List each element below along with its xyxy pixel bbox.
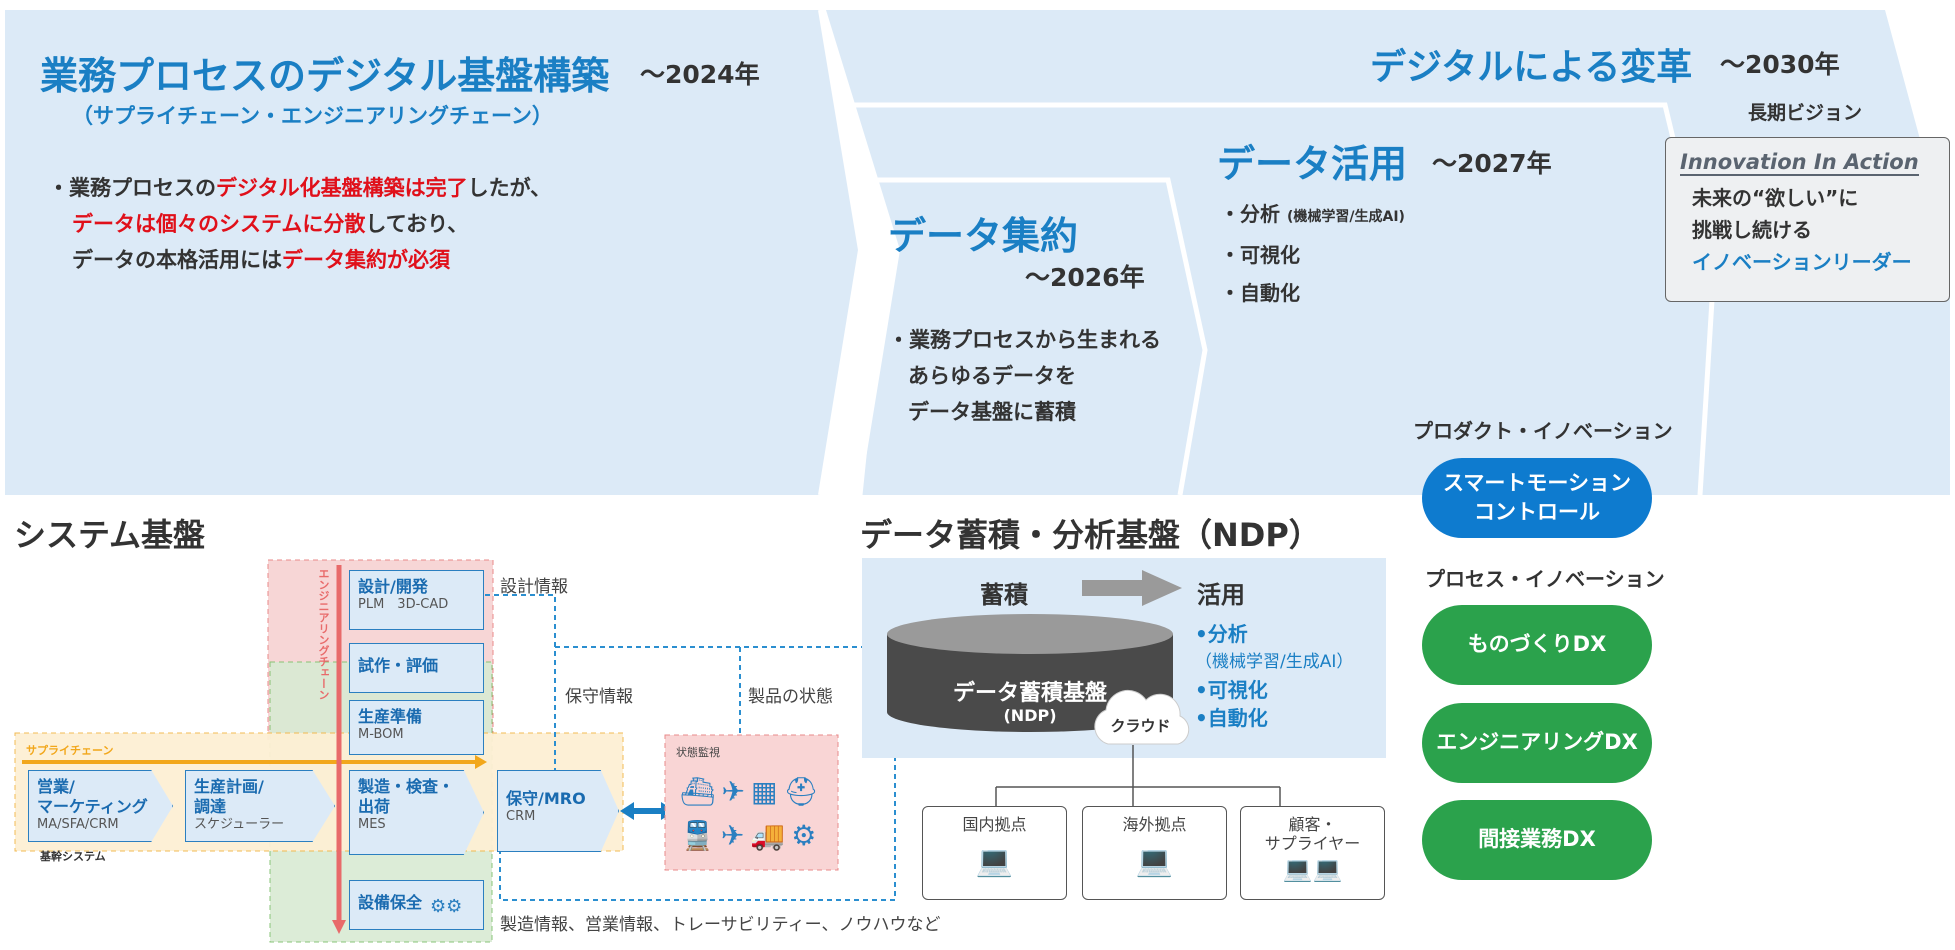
supply-chain-label: サプライチェーン xyxy=(26,744,114,757)
prototype-box[interactable]: 試作・評価 xyxy=(349,643,484,693)
vision-card: Innovation In Action 未来の“欲しい”に 挑戦し続ける イノ… xyxy=(1665,137,1950,302)
ndp-utilize-list: •分析 （機械学習/生成AI） •可視化 •自動化 xyxy=(1195,622,1354,730)
arrow-right-icon xyxy=(1082,570,1182,606)
stage1-title: 業務プロセスのデジタル基盤構築 xyxy=(40,54,610,98)
customer-site: 顧客・ サプライヤー 💻💻 xyxy=(1240,806,1385,900)
bottom-info-label: 製造情報、営業情報、トレーサビリティー、ノウハウなど xyxy=(500,915,941,935)
maintenance-info-label: 保守情報 xyxy=(565,687,633,707)
cloud-icon xyxy=(1094,690,1190,745)
longterm-label: 長期ビジョン xyxy=(1748,102,1863,124)
process-innovation-label: プロセス・イノベーション xyxy=(1425,567,1665,591)
db-label: データ蓄積基盤 xyxy=(952,681,1107,706)
stage3-bullets: ・分析 (機械学習/生成AI) ・可視化 ・自動化 xyxy=(1220,202,1405,305)
smart-motion-button[interactable]: スマートモーションコントロール xyxy=(1422,458,1652,538)
stage1-year: ～2024年 xyxy=(640,60,760,89)
db-sublabel: (NDP) xyxy=(1003,706,1057,725)
engineering-dx-button[interactable]: エンジニアリングDX xyxy=(1422,703,1652,783)
worker-icon: 💻💻 xyxy=(1282,855,1343,884)
indirect-dx-button[interactable]: 間接業務DX xyxy=(1422,800,1652,880)
product-state-label: 製品の状態 xyxy=(748,687,833,707)
vision-text: 未来の“欲しい”に 挑戦し続ける イノベーションリーダー xyxy=(1692,186,1912,274)
ndp-title: データ蓄積・分析基盤（NDP） xyxy=(860,516,1321,554)
stage2-year: ～2026年 xyxy=(1025,263,1145,292)
planning-box[interactable]: 生産計画/調達スケジューラー xyxy=(185,770,335,842)
monitoring-label: 状態監視 xyxy=(676,746,720,759)
site-connectors xyxy=(995,745,1281,807)
stage2-title: データ集約 xyxy=(888,214,1079,258)
system-title: システム基盤 xyxy=(14,516,206,554)
monitoring-icons: ⛴✈▦⛑🚆✈🚚⚙ xyxy=(680,775,826,852)
stage1-arrow xyxy=(5,10,860,495)
monozukuri-dx-button[interactable]: ものづくりDX xyxy=(1422,605,1652,685)
stage1-description: ・業務プロセスのデジタル化基盤構築は完了したが、 データは個々のシステムに分散し… xyxy=(48,176,552,272)
stage1-subtitle: （サプライチェーン・エンジニアリングチェーン） xyxy=(72,104,553,128)
worker-icon: 💻 xyxy=(1135,844,1174,880)
utilize-label: 活用 xyxy=(1197,581,1245,609)
vision-logo: Innovation In Action xyxy=(1680,150,1919,176)
database-icon xyxy=(887,614,1173,732)
product-innovation-label: プロダクト・イノベーション xyxy=(1413,419,1673,443)
domestic-site: 国内拠点 💻 xyxy=(922,806,1067,900)
stage3-year: ～2027年 xyxy=(1432,149,1552,178)
design-info-label: 設計情報 xyxy=(500,577,568,597)
stage2-description: ・業務プロセスから生まれる あらゆるデータを データ基盤に蓄積 xyxy=(888,328,1161,424)
overseas-site: 海外拠点 💻 xyxy=(1082,806,1227,900)
roadmap-banner xyxy=(5,9,1950,496)
stage4-title: デジタルによる変革 xyxy=(1370,47,1693,88)
stage4-year: ～2030年 xyxy=(1720,50,1840,79)
engineering-chain-label: エンジニアリングチェーン xyxy=(317,568,330,700)
cloud-label: クラウド xyxy=(1110,717,1171,735)
gears-icon: ⚙⚙ xyxy=(430,896,463,917)
equipment-box[interactable]: 設備保全 xyxy=(349,880,484,930)
worker-icon: 💻 xyxy=(975,844,1014,880)
stage3-title: データ活用 xyxy=(1217,142,1408,186)
accumulate-label: 蓄積 xyxy=(980,581,1028,609)
core-system-label: 基幹システム xyxy=(40,850,106,863)
